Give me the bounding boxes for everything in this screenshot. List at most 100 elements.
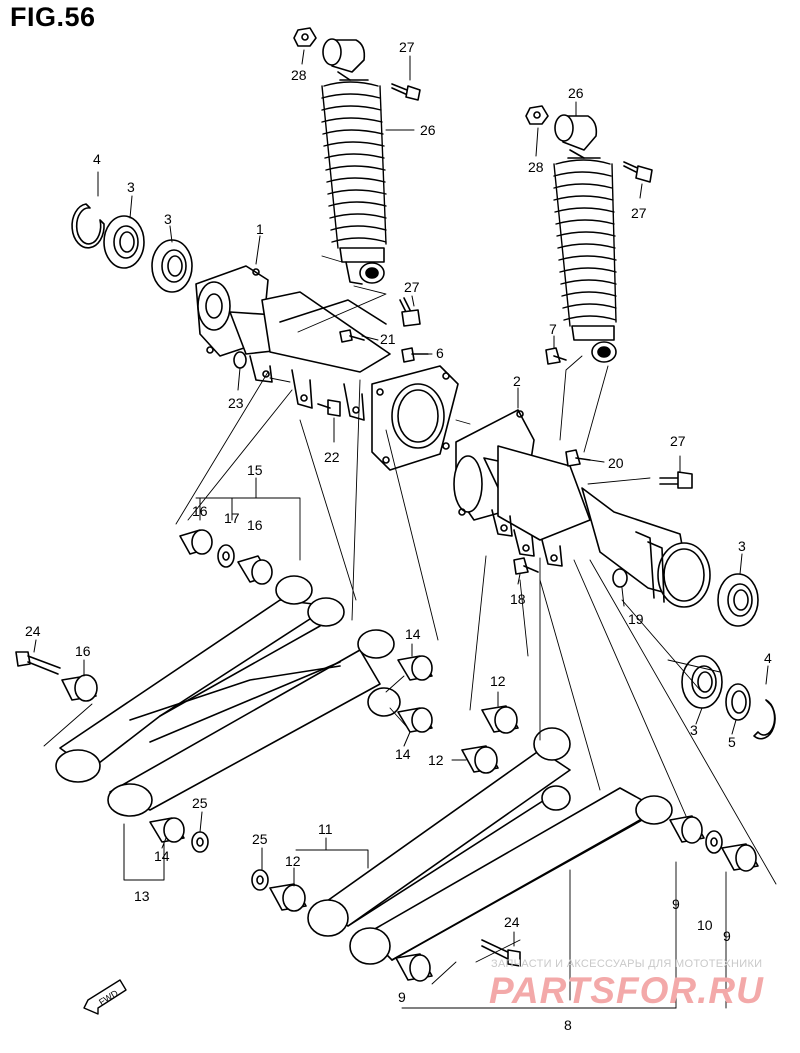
- right-rear-knuckle: [453, 409, 591, 567]
- assembly-guide-lines: [43, 255, 777, 1009]
- callout-12-c: 12: [285, 853, 301, 869]
- right-shock-absorber: [553, 114, 617, 363]
- nut-19: [612, 568, 628, 588]
- left-rear-knuckle: [195, 265, 391, 421]
- bushing-16-a: [179, 529, 213, 555]
- bolt-6: [401, 347, 429, 363]
- callout-8: 8: [564, 1017, 572, 1033]
- callout-26-a: 26: [420, 122, 436, 138]
- callout-6: 6: [436, 345, 444, 361]
- bushing-16-b: [237, 555, 273, 585]
- callout-4-b: 4: [764, 650, 772, 666]
- callout-27-d: 27: [670, 433, 686, 449]
- washer-10: [705, 830, 723, 854]
- callout-1: 1: [256, 221, 264, 237]
- callout-14-b: 14: [395, 746, 411, 762]
- left-shock-absorber: [321, 38, 387, 285]
- callout-12-b: 12: [428, 752, 444, 768]
- callout-2: 2: [513, 373, 521, 389]
- callout-10: 10: [697, 917, 713, 933]
- bearing-3-left-outer: [103, 215, 145, 269]
- bearing-3-left-inner: [151, 239, 193, 293]
- callout-27-b: 27: [631, 205, 647, 221]
- callout-21: 21: [380, 331, 396, 347]
- leader-lines: [33, 49, 769, 947]
- bearing-3-right-lower: [681, 655, 723, 709]
- nut-28-a: [293, 27, 317, 47]
- circlip-4-left: [71, 203, 105, 249]
- bolt-20: [565, 449, 591, 467]
- callout-4-a: 4: [93, 151, 101, 167]
- bushing-9-a: [669, 815, 705, 844]
- bushing-9-c: [395, 953, 433, 982]
- bolt-27-b: [623, 161, 653, 183]
- nut-28-b: [525, 105, 549, 125]
- callout-labels: 1 2 3 3 3 3 4 4 5 6 7 8 9 9 9 10 11 12 1…: [25, 39, 772, 1033]
- bushing-16-c: [61, 674, 98, 702]
- watermark-brand: PARTSFOR.RU: [489, 970, 764, 1011]
- callout-3-c: 3: [738, 538, 746, 554]
- callout-9-a: 9: [672, 896, 680, 912]
- bolt-22: [317, 399, 341, 417]
- callout-24-a: 24: [25, 623, 41, 639]
- callout-3-b: 3: [164, 211, 172, 227]
- callout-13: 13: [134, 888, 150, 904]
- callout-7: 7: [549, 321, 557, 337]
- right-shock-spring: [553, 159, 617, 327]
- right-lower-arm-front: [307, 727, 571, 937]
- bolt-24-bottom: [481, 939, 521, 967]
- fwd-arrow: FWD: [83, 979, 127, 1015]
- callout-3-d: 3: [690, 722, 698, 738]
- callout-14-a: 14: [405, 626, 421, 642]
- left-brake-flange: [371, 365, 459, 471]
- callout-9-b: 9: [723, 928, 731, 944]
- callout-19: 19: [628, 611, 644, 627]
- right-lower-arm-rear: [349, 787, 673, 965]
- right-axle-housing: [581, 487, 711, 608]
- bolt-24-left: [15, 651, 61, 675]
- callout-25-a: 25: [192, 795, 208, 811]
- callout-28-a: 28: [291, 67, 307, 83]
- bolt-7: [545, 347, 567, 365]
- callout-24-b: 24: [504, 914, 520, 930]
- callout-17: 17: [224, 510, 240, 526]
- circlip-4-right: [753, 699, 776, 740]
- left-upper-arm: [55, 575, 401, 817]
- bolt-27-d: [659, 471, 693, 489]
- callout-23: 23: [228, 395, 244, 411]
- nut-25-b: [251, 869, 269, 891]
- bolt-21: [339, 329, 365, 343]
- callout-22: 22: [324, 449, 340, 465]
- callout-25-b: 25: [252, 831, 268, 847]
- callout-28-b: 28: [528, 159, 544, 175]
- nut-25-a: [191, 831, 209, 853]
- bushing-14-b: [397, 707, 433, 733]
- bearing-3-right-upper: [717, 573, 759, 627]
- spacer-5: [725, 683, 751, 721]
- callout-20: 20: [608, 455, 624, 471]
- callout-16-b: 16: [247, 517, 263, 533]
- bolt-27-c: [399, 297, 421, 327]
- callout-26-b: 26: [568, 85, 584, 101]
- bushing-12-b: [461, 745, 499, 774]
- figure-title: FIG.56: [10, 2, 96, 32]
- callout-16-a: 16: [192, 503, 208, 519]
- callout-16-c: 16: [75, 643, 91, 659]
- bushing-12-a: [481, 705, 519, 734]
- callout-15: 15: [247, 462, 263, 478]
- callout-27-c: 27: [404, 279, 420, 295]
- nut-23: [233, 351, 247, 369]
- callout-3-a: 3: [127, 179, 135, 195]
- callout-18: 18: [510, 591, 526, 607]
- left-shock-spring: [321, 81, 387, 249]
- bushing-12-c: [269, 883, 307, 912]
- bolt-27-a: [391, 83, 421, 101]
- callout-11: 11: [318, 821, 333, 837]
- watermark-tagline: ЗАПЧАСТИ И АКСЕССУАРЫ ДЛЯ МОТОТЕХНИКИ: [491, 958, 763, 970]
- callout-12-a: 12: [490, 673, 506, 689]
- callout-14-c: 14: [154, 848, 170, 864]
- bushing-9-b: [721, 843, 759, 872]
- callout-9-c: 9: [398, 989, 406, 1005]
